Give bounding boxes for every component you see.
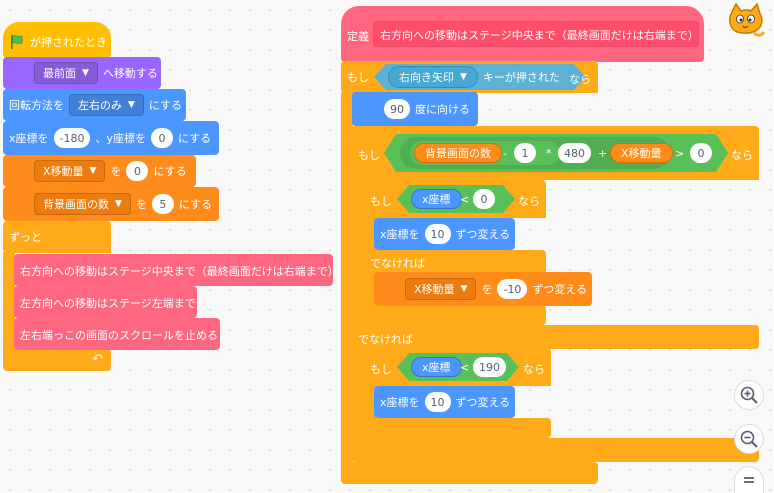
lt-sign-2: < — [460, 361, 470, 374]
if1-then: なら — [569, 73, 591, 86]
change-x2-value[interactable]: 10 — [424, 392, 451, 412]
zoom-out-button[interactable] — [734, 424, 764, 454]
chevron-down-icon: ▼ — [82, 68, 89, 78]
goto-suffix: にする — [178, 132, 212, 145]
zoom-out-icon — [740, 430, 758, 448]
if-x-lt-190-bottom — [364, 418, 551, 438]
gt-sign: > — [675, 147, 685, 160]
change-move-label: を — [481, 283, 493, 296]
call-stop-scroll-block[interactable] — [14, 318, 220, 350]
loop-arrow-icon: ↶ — [92, 352, 103, 367]
zoom-reset-button[interactable] — [734, 466, 764, 493]
call-stop-scroll-label: 左右端っこの画面のスクロールを止める — [20, 329, 218, 342]
hat-label: が押されたとき — [30, 36, 107, 49]
rotation-label: 回転方法を — [9, 99, 64, 112]
if3-then: なら — [518, 195, 540, 208]
point-direction-block[interactable] — [352, 92, 478, 126]
forever-block-top[interactable] — [3, 221, 111, 253]
point-suffix: 度に向ける — [415, 103, 470, 116]
x-position-reporter-2[interactable]: x座標 — [411, 357, 462, 377]
set-move-value[interactable]: 0 — [126, 161, 149, 181]
key-dropdown[interactable]: 右向き矢印▼ — [388, 66, 478, 88]
plus-sign: + — [598, 147, 608, 160]
set-bg-label: を — [135, 198, 147, 211]
define-label: 定義 — [347, 30, 369, 43]
if2-label: もし — [358, 149, 380, 162]
else1-label: でなければ — [370, 257, 425, 270]
if2-then: なら — [731, 149, 753, 162]
call-right-move-label: 右方向への移動はステージ中央まで（最終画面だけは右端まで） — [20, 265, 339, 278]
else2-label: でなければ — [358, 333, 413, 346]
goto-label-x: x座標を — [9, 132, 49, 145]
move-variable-dropdown[interactable]: X移動量▼ — [34, 160, 106, 182]
bg-count-dropdown[interactable]: 背景画面の数▼ — [34, 193, 131, 215]
x-position-reporter-1[interactable]: x座標 — [411, 189, 462, 209]
move-var-reporter[interactable]: X移動量 — [610, 143, 673, 163]
times-sign: * — [546, 147, 552, 160]
rotation-suffix: にする — [148, 99, 183, 112]
zoom-in-icon — [740, 386, 758, 404]
define-prototype[interactable] — [373, 21, 699, 47]
change-move-value[interactable]: -10 — [497, 279, 528, 299]
chevron-down-icon: ▼ — [89, 166, 97, 176]
if-x-lt-0-bottom — [364, 305, 546, 325]
x-input[interactable]: -180 — [53, 128, 91, 148]
minus-value[interactable]: 1 — [514, 143, 536, 163]
change-x2-label: x座標を — [380, 396, 420, 409]
gt-value[interactable]: 0 — [690, 143, 712, 163]
green-flag-icon — [11, 35, 23, 49]
if-bg-else-bar — [352, 325, 759, 349]
chevron-down-icon: ▼ — [460, 284, 468, 294]
direction-input[interactable]: 90 — [384, 99, 410, 119]
lt-value-2[interactable]: 190 — [473, 357, 506, 377]
change-x1-label: x座標を — [380, 228, 420, 241]
change-x1-suffix: ずつ変える — [455, 228, 511, 241]
if3-label: もし — [370, 195, 392, 208]
lt-value-1[interactable]: 0 — [473, 189, 495, 209]
if-x-lt-0-else-bar — [364, 250, 546, 274]
if4-then: なら — [523, 363, 545, 376]
set-bg-suffix: にする — [178, 198, 213, 211]
y-input[interactable]: 0 — [151, 128, 173, 148]
if-bg-block-arm — [352, 179, 366, 453]
minus-sign: - — [503, 147, 507, 160]
lt-sign-1: < — [460, 193, 470, 206]
forever-block-bottom — [3, 349, 111, 371]
set-move-suffix: にする — [153, 165, 187, 178]
layer-dropdown[interactable]: 最前面▼ — [34, 62, 98, 84]
if1-label: もし — [347, 71, 369, 84]
front-suffix: へ移動する — [102, 67, 158, 80]
define-name: 右方向への移動はステージ中央まで（最終画面だけは右端まで） — [380, 29, 699, 42]
if-key-block-arm — [341, 92, 353, 464]
if-key-block-bottom — [341, 462, 598, 484]
set-move-label: を — [110, 165, 122, 178]
sprite-cat-icon — [728, 2, 766, 37]
chevron-down-icon: ▼ — [460, 72, 467, 82]
call-left-move-block[interactable] — [14, 286, 197, 318]
bg-count-reporter[interactable]: 背景画面の数 — [414, 143, 502, 163]
change-move-dropdown[interactable]: X移動量▼ — [405, 278, 477, 300]
change-x1-value[interactable]: 10 — [424, 224, 451, 244]
if-bg-block-bottom — [352, 438, 759, 462]
if4-label: もし — [370, 363, 392, 376]
if-x-lt-190-arm — [364, 385, 376, 421]
zoom-in-button[interactable] — [734, 380, 764, 410]
key-suffix: キーが押された — [482, 71, 560, 84]
chevron-down-icon: ▼ — [128, 100, 135, 110]
change-move-suffix: ずつ変える — [532, 283, 588, 296]
goto-label-y: 、y座標を — [95, 132, 146, 145]
rotation-dropdown[interactable]: 左右のみ▼ — [69, 94, 144, 116]
change-x2-suffix: ずつ変える — [455, 396, 511, 409]
chevron-down-icon: ▼ — [115, 199, 122, 209]
forever-label: ずっと — [9, 231, 42, 244]
call-left-move-label: 左方向への移動はステージ左端まで — [20, 297, 196, 310]
set-bg-value[interactable]: 5 — [151, 194, 174, 214]
go-to-xy-block[interactable] — [3, 121, 219, 155]
times-value[interactable]: 480 — [558, 143, 591, 163]
call-right-move-block[interactable] — [14, 254, 333, 286]
zoom-reset-icon — [744, 477, 754, 483]
forever-block-arm — [3, 252, 15, 350]
